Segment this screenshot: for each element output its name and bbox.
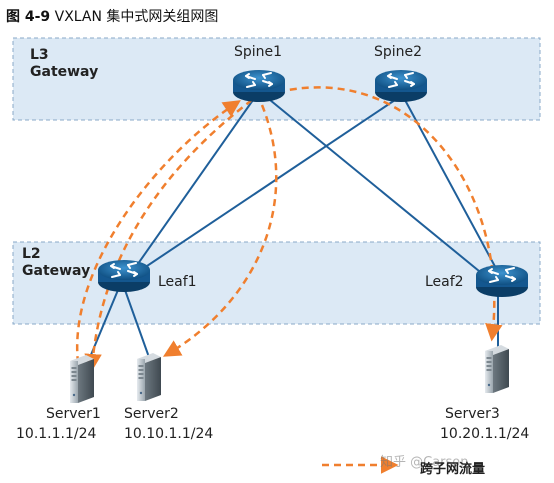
server3-icon [485, 345, 509, 393]
figure-title: 图 4-9 VXLAN 集中式网关组网图 [6, 6, 218, 26]
server1-name: Server1 [46, 406, 101, 422]
traffic-path-spine1-to-server1 [84, 99, 253, 372]
l2-zone-label: L2 Gateway [22, 246, 90, 280]
l2-zone-label-line2: Gateway [22, 263, 91, 279]
leaf1-label: Leaf1 [158, 274, 197, 290]
spine1-router-icon [232, 69, 286, 103]
link-spine1-leaf2 [269, 99, 491, 281]
watermark: 知乎 @Carson [380, 455, 469, 470]
server1-icon [70, 355, 94, 403]
traffic-path-server1-to-spine1 [75, 100, 241, 376]
spine2-router-icon [374, 69, 428, 103]
server2-name: Server2 [124, 406, 179, 422]
link-spine2-leaf1 [137, 99, 396, 273]
l2-zone-label-line1: L2 [22, 246, 41, 262]
leaf2-router-icon [475, 264, 529, 298]
link-spine1-leaf1 [127, 99, 254, 279]
figure-title-text: VXLAN 集中式网关组网图 [54, 9, 219, 25]
l3-zone-label-line2: Gateway [30, 64, 99, 80]
link-spine2-leaf2 [404, 99, 499, 273]
l3-zone-label: L3 Gateway [30, 47, 98, 81]
leaf1-router-icon [97, 259, 151, 293]
server3-ip: 10.20.1.1/24 [440, 426, 530, 442]
leaf2-label: Leaf2 [425, 274, 464, 290]
server2-icon [137, 353, 161, 401]
figure-number: 图 4-9 [6, 9, 51, 25]
spine2-label: Spine2 [374, 44, 423, 60]
traffic-path-spine1-to-server2 [162, 104, 278, 357]
l3-zone-label-line1: L3 [30, 47, 49, 63]
server3-name: Server3 [445, 406, 500, 422]
spine1-label: Spine1 [234, 44, 283, 60]
server1-ip: 10.1.1.1/24 [16, 426, 97, 442]
link-leaf1-server2 [124, 289, 151, 361]
server2-ip: 10.10.1.1/24 [124, 426, 214, 442]
legend-label: 跨子网流量 [420, 462, 486, 477]
